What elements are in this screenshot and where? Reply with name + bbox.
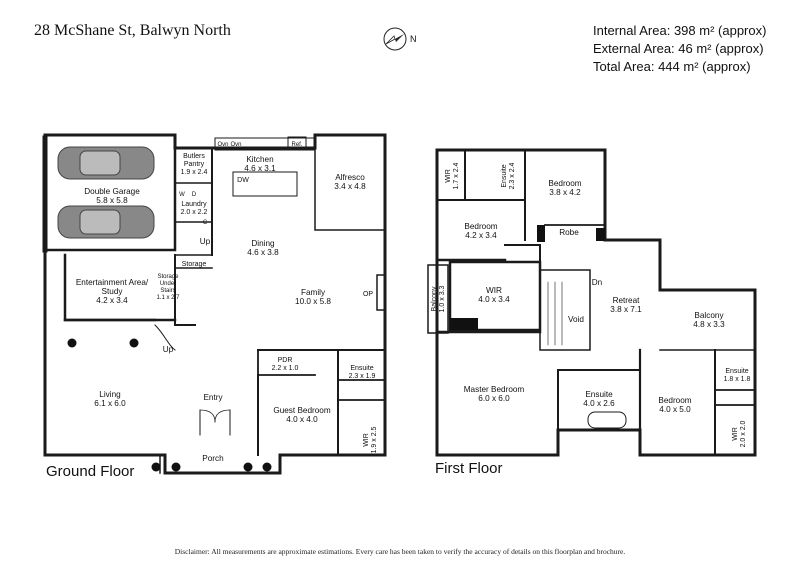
ground-floor-walls bbox=[42, 133, 387, 475]
kitchen-dims: 4.6 x 3.1 bbox=[244, 164, 276, 173]
ensuite-1-dims: 2.3 x 2.4 bbox=[509, 162, 516, 189]
fridge-label: Ref. bbox=[291, 142, 302, 148]
ensuite-3-dims: 1.8 x 1.8 bbox=[724, 376, 751, 383]
family-label: Family bbox=[301, 288, 326, 297]
bedroom-2-label: Bedroom bbox=[464, 222, 497, 231]
laundry-dims: 2.0 x 2.2 bbox=[181, 209, 208, 216]
storage-under-label: Storage bbox=[157, 274, 179, 280]
wir-2-label: WIR bbox=[486, 286, 502, 295]
wir-3-dims: 2.0 x 2.0 bbox=[740, 420, 747, 447]
butlers-label: Butlers bbox=[183, 153, 205, 160]
first-floor-walls bbox=[427, 148, 757, 457]
total-area: Total Area: 444 m² (approx) bbox=[593, 59, 751, 74]
balcony-2-dims: 4.8 x 3.3 bbox=[693, 320, 725, 329]
butlers-label-2: Pantry bbox=[184, 161, 205, 168]
up-label-1: Up bbox=[200, 237, 211, 246]
garage-dims: 5.8 x 5.8 bbox=[96, 196, 128, 205]
porch-label: Porch bbox=[202, 454, 224, 463]
ground-wir-dims: 1.9 x 2.5 bbox=[371, 426, 378, 453]
washer-label: W bbox=[179, 192, 185, 198]
bedroom-1-label: Bedroom bbox=[548, 179, 581, 188]
retreat-label: Retreat bbox=[613, 296, 641, 305]
wir-3-label: WIR bbox=[732, 427, 739, 441]
entertainment-dims: 4.2 x 3.4 bbox=[96, 296, 128, 305]
compass-icon: N bbox=[383, 27, 417, 51]
dryer-label: D bbox=[192, 192, 197, 198]
living-dims: 6.1 x 6.0 bbox=[94, 399, 126, 408]
wir-2-dims: 4.0 x 3.4 bbox=[478, 295, 510, 304]
ground-floor-label: Ground Floor bbox=[46, 463, 135, 480]
ensuite-1-label: Ensuite bbox=[501, 164, 508, 187]
storage-under-label-3: Stairs bbox=[160, 288, 175, 294]
ensuite-2-label: Ensuite bbox=[585, 390, 613, 399]
butlers-dims: 1.9 x 2.4 bbox=[181, 169, 208, 176]
kitchen-label: Kitchen bbox=[246, 155, 274, 164]
first-floor-dark-walls bbox=[450, 225, 605, 330]
family-dims: 10.0 x 5.8 bbox=[295, 297, 331, 306]
storage-under-dims: 1.1 x 2.7 bbox=[156, 295, 180, 301]
area-summary: Internal Area: 398 m² (approx) External … bbox=[593, 22, 766, 76]
dining-dims: 4.6 x 3.8 bbox=[247, 248, 279, 257]
ground-floor-columns bbox=[67, 338, 272, 472]
garage-label: Double Garage bbox=[84, 187, 140, 196]
oven-2-label: Ovn bbox=[230, 142, 241, 148]
wir-1-dims: 1.7 x 2.4 bbox=[453, 162, 460, 189]
dining-label: Dining bbox=[251, 239, 275, 248]
internal-area: Internal Area: 398 m² (approx) bbox=[593, 23, 767, 38]
disclaimer-text: Disclaimer: All measurements are approxi… bbox=[174, 547, 626, 556]
balcony-1-dims: 1.0 x 3.3 bbox=[439, 285, 446, 312]
pdr-dims: 2.2 x 1.0 bbox=[272, 365, 299, 372]
up-label-2: Up bbox=[163, 345, 174, 354]
entertainment-label: Entertainment Area/ bbox=[76, 278, 149, 287]
bedroom-2-dims: 4.2 x 3.4 bbox=[465, 231, 497, 240]
bedroom-1-dims: 3.8 x 4.2 bbox=[549, 188, 581, 197]
ensuite-3-label: Ensuite bbox=[725, 368, 748, 375]
master-bedroom-dims: 6.0 x 6.0 bbox=[478, 394, 510, 403]
balcony-2-label: Balcony bbox=[694, 311, 724, 320]
ground-floor-labels: Double Garage 5.8 x 5.8 Butlers Pantry 1… bbox=[76, 142, 378, 463]
entry-label: Entry bbox=[203, 393, 223, 402]
first-floor-label: First Floor bbox=[435, 460, 503, 477]
ground-ensuite-dims: 2.3 x 1.9 bbox=[349, 373, 376, 380]
retreat-dims: 3.8 x 7.1 bbox=[610, 305, 642, 314]
cupboard-label: C bbox=[203, 220, 208, 226]
ground-wir-label: WIR bbox=[363, 433, 370, 447]
storage-label: Storage bbox=[182, 261, 207, 268]
robe-label: Robe bbox=[559, 228, 579, 237]
balcony-1-label: Balcony bbox=[431, 286, 438, 311]
alfresco-dims: 3.4 x 4.8 bbox=[334, 182, 366, 191]
wir-1-label: WIR bbox=[445, 169, 452, 183]
ground-ensuite-label: Ensuite bbox=[350, 365, 373, 372]
void-label: Void bbox=[568, 315, 584, 324]
bedroom-3-dims: 4.0 x 5.0 bbox=[659, 405, 691, 414]
ensuite-2-dims: 4.0 x 2.6 bbox=[583, 399, 615, 408]
first-floor-labels: WIR 1.7 x 2.4 Ensuite 2.3 x 2.4 Bedroom … bbox=[431, 162, 751, 447]
compass-north-label: N bbox=[410, 34, 417, 44]
laundry-label: Laundry bbox=[181, 201, 207, 208]
car-icon bbox=[57, 146, 155, 239]
pdr-label: PDR bbox=[278, 357, 293, 364]
oven-1-label: Ovn bbox=[217, 142, 228, 148]
down-label: Dn bbox=[592, 278, 603, 287]
fireplace-label: OP bbox=[363, 291, 373, 298]
master-bedroom-label: Master Bedroom bbox=[464, 385, 525, 394]
guest-bedroom-label: Guest Bedroom bbox=[273, 406, 331, 415]
storage-under-label-2: Under bbox=[160, 281, 176, 287]
alfresco-label: Alfresco bbox=[335, 173, 365, 182]
entertainment-label-2: Study bbox=[102, 287, 124, 296]
external-area: External Area: 46 m² (approx) bbox=[593, 41, 764, 56]
living-label: Living bbox=[99, 390, 121, 399]
guest-bedroom-dims: 4.0 x 4.0 bbox=[286, 415, 318, 424]
bedroom-3-label: Bedroom bbox=[658, 396, 691, 405]
dishwasher-label: DW bbox=[237, 177, 249, 184]
property-address: 28 McShane St, Balwyn North bbox=[34, 22, 231, 39]
